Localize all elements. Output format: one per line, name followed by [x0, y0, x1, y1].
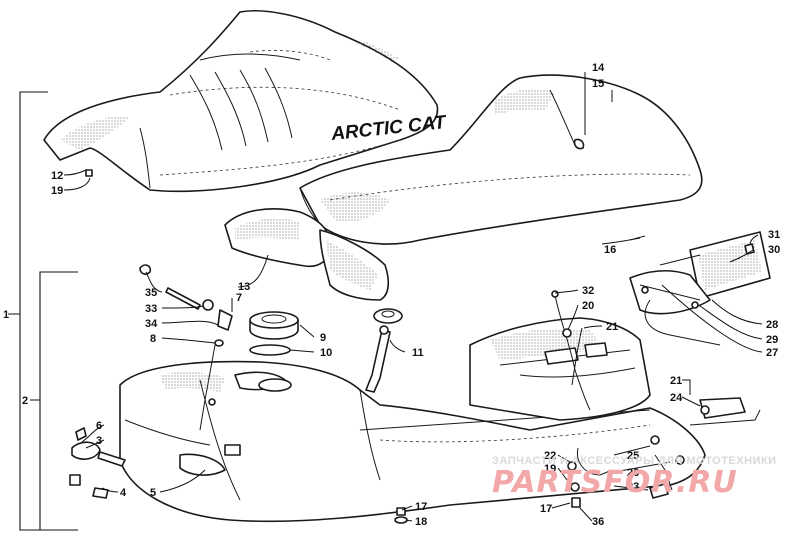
- callout-13: 13: [238, 281, 250, 293]
- callout-21-upper: 21: [606, 321, 618, 333]
- callout-10: 10: [320, 347, 332, 359]
- rear-storage-tray: [469, 317, 651, 421]
- callout-2: 2: [22, 395, 28, 407]
- fuel-line-fittings: [69, 264, 233, 499]
- leader-lines: [63, 72, 763, 522]
- callout-29: 29: [766, 334, 778, 346]
- callout-labels: 12 19 14 15 16 13 31 30 28 29 27 35 33 3…: [51, 62, 780, 528]
- callout-27: 27: [766, 347, 778, 359]
- callout-3: 3: [96, 435, 102, 447]
- callout-30: 30: [768, 244, 780, 256]
- callout-23: 23: [627, 481, 639, 493]
- seat-base-gas-tank: [119, 360, 706, 523]
- callout-11: 11: [412, 347, 424, 359]
- callout-16: 16: [604, 244, 616, 256]
- callout-5: 5: [150, 487, 156, 499]
- callout-6: 6: [96, 420, 102, 432]
- callout-8: 8: [150, 333, 156, 345]
- callout-25: 25: [627, 450, 639, 462]
- callout-1: 1: [3, 309, 9, 321]
- callout-20: 20: [582, 300, 594, 312]
- callout-28: 28: [766, 319, 778, 331]
- callout-14: 14: [592, 62, 605, 74]
- callout-9: 9: [320, 332, 326, 344]
- callout-26: 26: [627, 467, 639, 479]
- assembly-1-bracket: [19, 91, 48, 531]
- callout-34: 34: [145, 318, 158, 330]
- upper-seat-cushion: [43, 10, 439, 193]
- strap-and-hardware: [85, 169, 761, 524]
- callout-21-lower: 21: [670, 375, 682, 387]
- main-seat-cushion: [299, 74, 703, 245]
- callout-22: 22: [544, 450, 556, 462]
- callout-12: 12: [51, 170, 63, 182]
- callout-36: 36: [592, 516, 604, 528]
- assembly-2-bracket: [39, 271, 78, 531]
- callout-33: 33: [145, 303, 157, 315]
- callout-24: 24: [670, 392, 683, 404]
- callout-19-lower: 19: [544, 463, 556, 475]
- seat-side-panel: [224, 208, 390, 301]
- callout-4: 4: [120, 487, 127, 499]
- callout-31: 31: [768, 229, 780, 241]
- watermark-caption: ЗАПЧАСТИ И АКСЕССУАРЫ ДЛЯ МОТОТЕХНИКИ: [492, 455, 777, 467]
- callout-18: 18: [415, 516, 427, 528]
- callout-15: 15: [592, 78, 604, 90]
- fuel-gauge-sender: [365, 308, 403, 393]
- callout-17-center: 17: [415, 501, 427, 513]
- callout-32: 32: [582, 285, 594, 297]
- callout-7: 7: [236, 292, 242, 304]
- fuel-cap: [249, 311, 299, 356]
- callout-35: 35: [145, 287, 157, 299]
- watermark-logo: PARTSFOR.RU: [492, 465, 738, 500]
- callout-17-right: 17: [540, 503, 552, 515]
- callout-19: 19: [51, 185, 63, 197]
